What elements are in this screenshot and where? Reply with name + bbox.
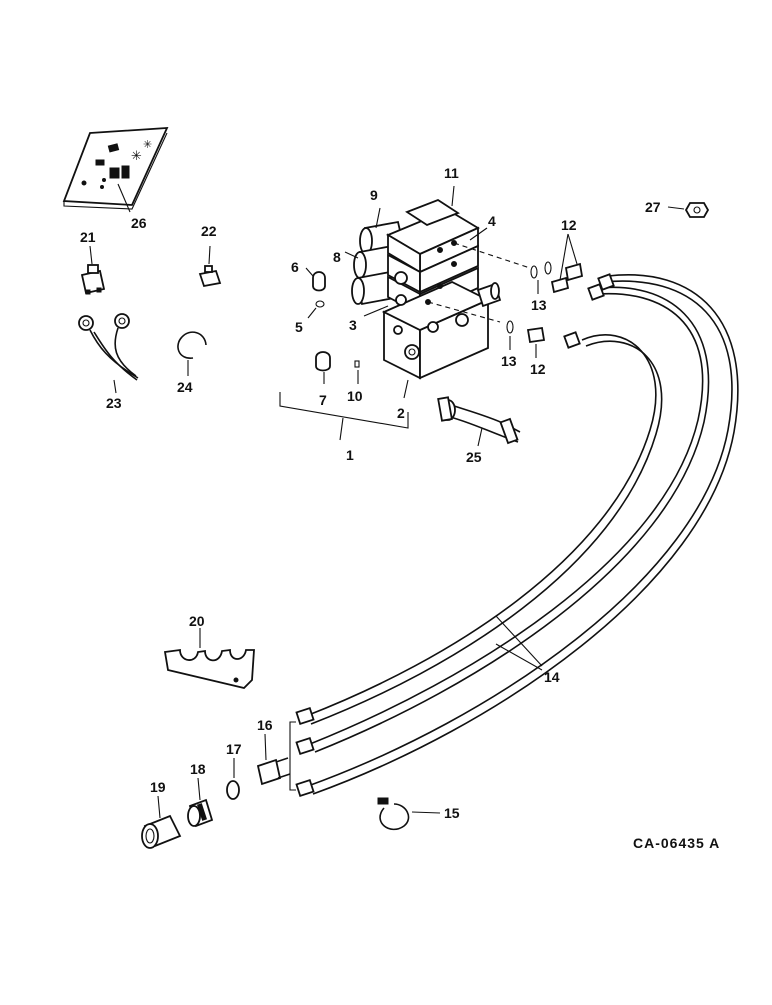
callout-13b: 13 (501, 353, 517, 369)
callout-12a: 12 (561, 217, 577, 233)
hose-clamp (377, 797, 410, 831)
callout-5: 5 (295, 319, 303, 335)
elbow-fitting (187, 798, 214, 828)
callout-8: 8 (333, 249, 341, 265)
callout-14: 14 (544, 669, 560, 685)
svg-text:✳: ✳ (131, 148, 142, 163)
elbow-tube (437, 396, 521, 445)
callout-16: 16 (257, 717, 273, 733)
callout-13a: 13 (531, 297, 547, 313)
hose-fitting-12a (550, 262, 584, 294)
callout-7: 7 (319, 392, 327, 408)
callout-18: 18 (190, 761, 206, 777)
callout-20: 20 (189, 613, 205, 629)
callout-11: 11 (444, 165, 459, 181)
callout-4: 4 (488, 213, 496, 229)
callout-23: 23 (106, 395, 122, 411)
adapter-fitting (256, 757, 291, 786)
callout-22: 22 (201, 223, 217, 239)
o-ring (226, 780, 240, 800)
callout-24: 24 (177, 379, 193, 395)
decal-plate: ✳ ✳ (62, 127, 169, 210)
callout-26: 26 (131, 215, 147, 231)
rocker-switch (80, 264, 106, 295)
o-ring-13a2 (544, 261, 552, 275)
callout-27: 27 (645, 199, 661, 215)
o-ring-13a (530, 265, 538, 279)
callout-10: 10 (347, 388, 363, 404)
callout-12b: 12 (530, 361, 546, 377)
callout-25: 25 (466, 449, 482, 465)
plug-fitting (312, 271, 326, 292)
wiring-harness (78, 313, 139, 381)
callout-3: 3 (349, 317, 357, 333)
coupler (141, 814, 182, 849)
snap-ring (177, 331, 207, 359)
callout-6: 6 (291, 259, 299, 275)
hose-bracket (163, 648, 255, 689)
callout-21: 21 (80, 229, 96, 245)
drawing-code: CA-06435 A (633, 835, 720, 851)
pin (354, 360, 360, 368)
o-ring-small (315, 300, 325, 308)
callout-15: 15 (444, 805, 460, 821)
plug (315, 351, 331, 372)
callout-1: 1 (346, 447, 354, 463)
callout-17: 17 (226, 741, 242, 757)
o-ring-13b (506, 320, 514, 334)
callout-9: 9 (370, 187, 378, 203)
hydraulic-hoses (289, 273, 739, 798)
callout-labels: 1 2 3 4 5 6 7 8 9 10 11 12 12 13 13 14 1… (80, 165, 661, 821)
control-valve-assembly (351, 198, 531, 380)
svg-text:✳: ✳ (143, 139, 152, 151)
hose-fitting-12b (526, 326, 546, 344)
nut (684, 202, 710, 218)
callout-2: 2 (397, 405, 405, 421)
callout-19: 19 (150, 779, 166, 795)
small-switch-block (198, 265, 222, 288)
